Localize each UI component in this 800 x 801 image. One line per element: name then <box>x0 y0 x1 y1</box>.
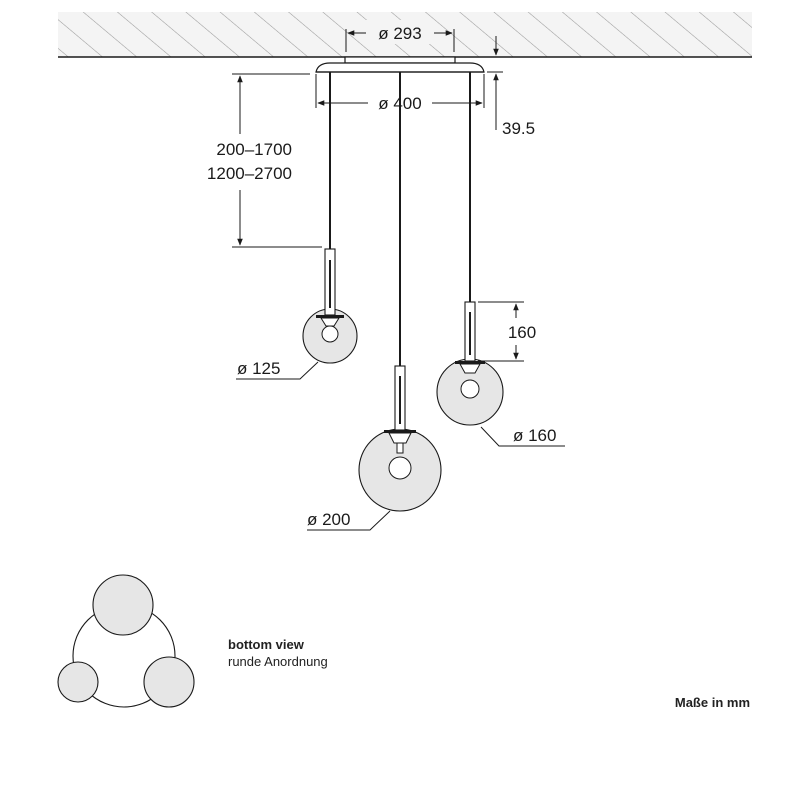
dim-holder-length: 160 <box>478 301 536 362</box>
pendant-medium <box>436 301 504 426</box>
caption-subtitle: runde Anordnung <box>228 654 328 669</box>
canopy-top-diameter-label: ø 293 <box>378 24 421 43</box>
cables <box>329 72 471 366</box>
dim-canopy-height: 39.5 <box>487 36 535 138</box>
units-note: Maße in mm <box>674 695 750 710</box>
globe-medium-diameter-label: ø 160 <box>513 426 556 445</box>
suspension-length-long-label: 1200–2700 <box>207 164 292 183</box>
canopy-height-label: 39.5 <box>502 119 535 138</box>
globe-large-diameter-label: ø 200 <box>307 510 350 529</box>
caption-title: bottom view <box>228 637 304 652</box>
dim-suspension-length: 200–1700 1200–2700 <box>207 73 322 248</box>
suspension-length-short-label: 200–1700 <box>216 140 292 159</box>
bottom-view <box>57 574 195 708</box>
leader-small-globe: ø 125 <box>236 359 319 380</box>
bottom-view-caption: bottom view runde Anordnung <box>228 636 328 670</box>
globe-small-diameter-label: ø 125 <box>237 359 280 378</box>
dim-canopy-top: ø 293 <box>345 20 455 52</box>
holder-length-label: 160 <box>508 323 536 342</box>
pendant-small <box>302 248 358 364</box>
leader-large-globe: ø 200 <box>307 510 391 531</box>
leader-medium-globe: ø 160 <box>480 426 565 447</box>
canopy <box>315 56 485 73</box>
pendant-large <box>358 365 442 512</box>
